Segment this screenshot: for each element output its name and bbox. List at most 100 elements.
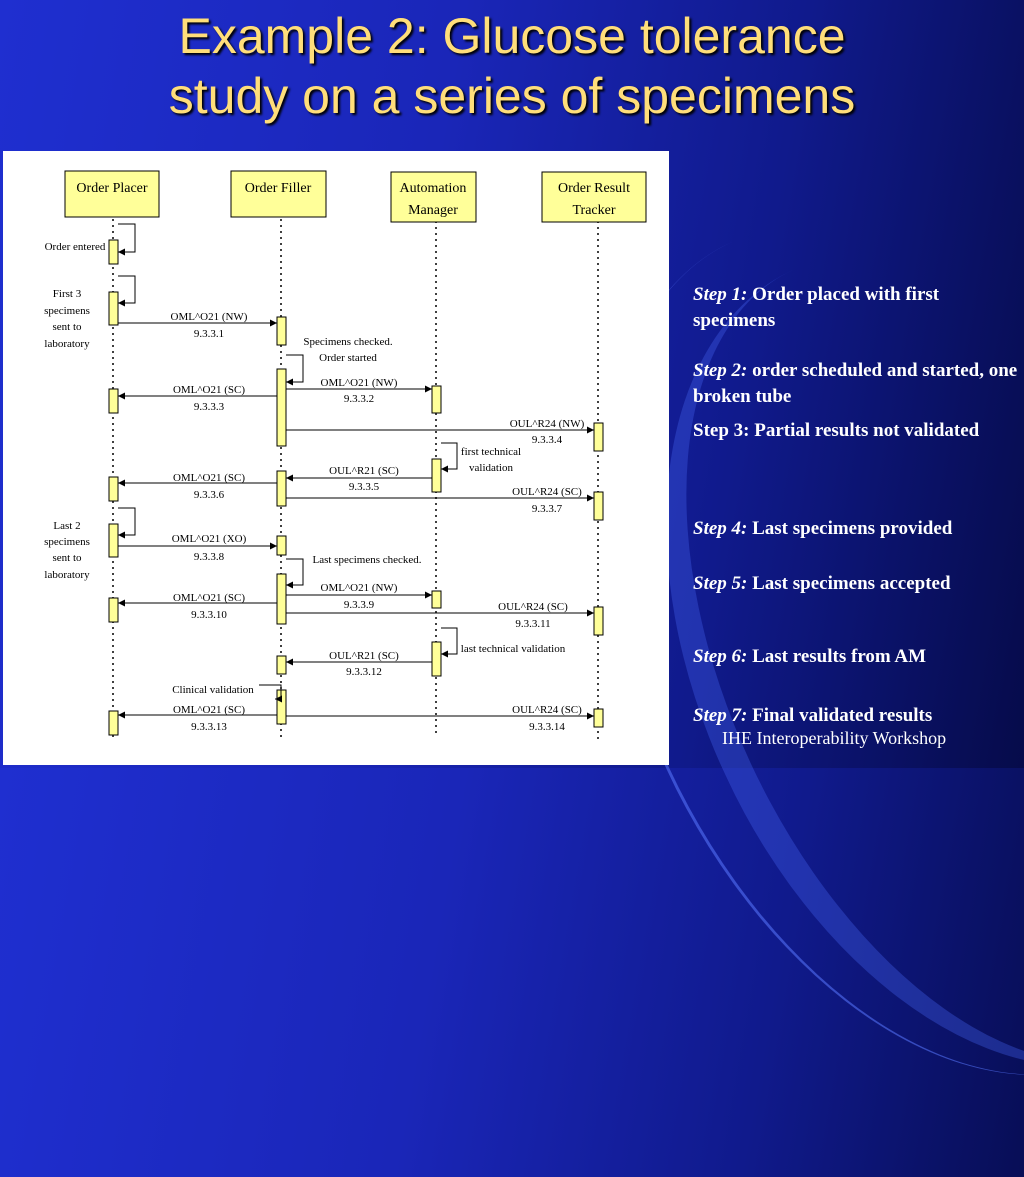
- step-4: Step 4: Last specimens provided: [693, 516, 1018, 542]
- activation-bar: [108, 597, 119, 623]
- note-first-specimens: laboratory: [44, 338, 90, 350]
- step-text: Last specimens accepted: [752, 573, 951, 594]
- activation-bar: [276, 655, 287, 675]
- step-text: order scheduled and started, one broken …: [693, 360, 1018, 407]
- message-name: OUL^R24 (SC): [498, 601, 568, 613]
- self-loop-arrow: [118, 223, 136, 256]
- actor-label-automation-manager-line2: Manager: [408, 203, 458, 218]
- step-6: Step 6: Last results from AM: [693, 644, 1018, 670]
- self-loop-arrow: [118, 507, 136, 539]
- note-last-specimens: sent to: [52, 552, 82, 564]
- message-ref: 9.3.3.14: [529, 721, 565, 733]
- message-name: OUL^R24 (NW): [510, 418, 585, 430]
- step-text: Step 3: Partial results not validated: [693, 420, 980, 441]
- message-name: OML^O21 (SC): [173, 472, 245, 484]
- note-last-technical-validation: last technical validation: [461, 643, 566, 655]
- note-last-specimens: specimens: [44, 536, 90, 548]
- activation-bar: [108, 291, 119, 326]
- note-specimens-checked: Specimens checked.: [303, 336, 392, 348]
- message-ref: 9.3.3.8: [194, 551, 225, 563]
- message-ref: 9.3.3.6: [194, 489, 225, 501]
- footer-text: IHE Interoperability Workshop: [722, 728, 947, 748]
- message-name: OML^O21 (XO): [172, 533, 247, 545]
- step-label: Step 6:: [693, 646, 748, 667]
- self-loop-arrow: [286, 354, 304, 386]
- self-loop-arrow: [441, 627, 458, 658]
- step-label: Step 7:: [693, 705, 748, 726]
- step-5: Step 5: Last specimens accepted: [693, 571, 1018, 597]
- note-first-specimens: First 3: [53, 288, 82, 300]
- activation-bar: [431, 641, 442, 677]
- activation-bar: [593, 422, 604, 452]
- message-name: OML^O21 (SC): [173, 384, 245, 396]
- slide-title: Example 2: Glucose tolerance study on a …: [0, 6, 1024, 126]
- activation-bar: [431, 458, 442, 493]
- message-name: OML^O21 (SC): [173, 592, 245, 604]
- note-first-specimens: specimens: [44, 305, 90, 317]
- step-3: Step 3: Partial results not validated: [693, 418, 1018, 444]
- message-name: OUL^R24 (SC): [512, 704, 582, 716]
- step-text: Last results from AM: [752, 646, 927, 667]
- activation-bar: [108, 710, 119, 736]
- note-last-specimens: laboratory: [44, 569, 90, 581]
- note-first-technical-validation: validation: [469, 462, 513, 474]
- step-text: Final validated results: [752, 705, 933, 726]
- step-label: Step 1:: [693, 284, 748, 305]
- actor-box-order-placer: [64, 170, 160, 218]
- step-7: Step 7: Final validated results: [693, 703, 1018, 729]
- activation-bar: [276, 535, 287, 556]
- message-name: OML^O21 (NW): [321, 582, 398, 594]
- self-loop-arrow: [118, 275, 136, 307]
- message-ref: 9.3.3.2: [344, 393, 374, 405]
- message-name: OUL^R24 (SC): [512, 486, 582, 498]
- step-2: Step 2: order scheduled and started, one…: [693, 358, 1018, 410]
- activation-bar: [108, 523, 119, 558]
- sequence-diagram: Order Placer Order Filler Automation Man…: [3, 151, 669, 765]
- actor-label-order-placer: Order Placer: [76, 181, 147, 196]
- step-label: Step 5:: [693, 573, 748, 594]
- message-name: OML^O21 (NW): [321, 377, 398, 389]
- step-text: Last specimens provided: [752, 518, 953, 539]
- activation-bar: [276, 316, 287, 346]
- note-last-specimens: Last 2: [53, 520, 80, 532]
- message-name: OUL^R21 (SC): [329, 465, 399, 477]
- step-label: Step 4:: [693, 518, 748, 539]
- slide-title-line1: Example 2: Glucose tolerance: [178, 8, 846, 64]
- message-name: OML^O21 (SC): [173, 704, 245, 716]
- self-loop-arrow: [441, 442, 458, 473]
- actor-label-order-result-tracker-line1: Order Result: [558, 181, 630, 196]
- message-name: OUL^R21 (SC): [329, 650, 399, 662]
- actor-box-order-filler: [230, 170, 327, 218]
- activation-bar: [108, 239, 119, 265]
- actor-label-automation-manager-line1: Automation: [400, 181, 467, 196]
- message-ref: 9.3.3.9: [344, 599, 375, 611]
- message-ref: 9.3.3.5: [349, 481, 380, 493]
- note-order-entered: Order entered: [45, 241, 106, 253]
- note-first-technical-validation: first technical: [461, 446, 521, 458]
- note-first-specimens: sent to: [52, 321, 82, 333]
- note-last-specimens-checked: Last specimens checked.: [312, 554, 421, 566]
- message-ref: 9.3.3.12: [346, 666, 382, 678]
- self-loop-arrow: [259, 684, 282, 703]
- activation-bar: [593, 491, 604, 521]
- activation-bar: [276, 573, 287, 625]
- self-loop-arrow: [286, 558, 304, 589]
- sequence-diagram-svg: Order Placer Order Filler Automation Man…: [44, 170, 647, 741]
- activation-bar: [431, 590, 442, 609]
- message-ref: 9.3.3.3: [194, 401, 225, 413]
- message-ref: 9.3.3.11: [515, 618, 550, 630]
- actor-box-automation-manager: [390, 171, 477, 223]
- actor-box-order-result-tracker: [541, 171, 647, 223]
- message-ref: 9.3.3.4: [532, 434, 563, 446]
- message-name: OML^O21 (NW): [171, 311, 248, 323]
- note-specimens-checked: Order started: [319, 352, 377, 364]
- message-ref: 9.3.3.1: [194, 328, 224, 340]
- note-clinical-validation: Clinical validation: [172, 684, 254, 696]
- activation-bar: [108, 388, 119, 414]
- activation-bar: [593, 708, 604, 728]
- message-ref: 9.3.3.10: [191, 609, 227, 621]
- activation-bar: [593, 606, 604, 636]
- activation-bar: [108, 476, 119, 502]
- actor-label-order-result-tracker-line2: Tracker: [572, 203, 615, 218]
- step-text: Order placed with first specimens: [693, 284, 940, 331]
